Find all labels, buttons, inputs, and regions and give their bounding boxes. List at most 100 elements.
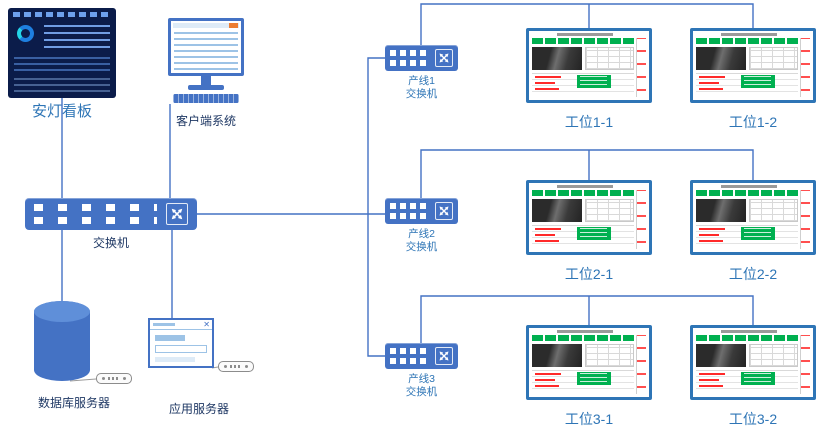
screen-green-status <box>741 75 775 88</box>
client-screen-table <box>174 32 238 70</box>
switch-ports <box>390 203 430 219</box>
screen-red-text <box>699 385 723 387</box>
screen-title-bar <box>557 185 613 188</box>
screen-red-text <box>535 76 561 78</box>
screen-right-column <box>636 190 646 249</box>
screen-red-text <box>699 234 719 236</box>
database-server-label: 数据库服务器 <box>37 396 110 410</box>
station-monitor <box>690 325 816 400</box>
station-monitor <box>690 28 816 103</box>
station-2-1: 工位2-1 <box>526 180 652 284</box>
client-system-label: 客户端系统 <box>175 114 236 128</box>
screen-photo <box>532 199 582 222</box>
screen-title-bar <box>557 330 613 333</box>
station-1-1: 工位1-1 <box>526 28 652 132</box>
line2-name: 产线2 <box>408 228 435 240</box>
screen-green-status <box>741 227 775 240</box>
mini-device-icon <box>218 361 254 372</box>
station-label: 工位2-1 <box>564 266 614 282</box>
screen-green-status <box>577 372 611 385</box>
switch-x-icon <box>435 347 453 365</box>
screen-right-column <box>636 335 646 394</box>
screen-red-text <box>699 379 719 381</box>
screen-red-text <box>699 240 723 242</box>
screen-red-text <box>535 373 561 375</box>
screen-red-text <box>699 88 723 90</box>
window-field <box>155 335 185 341</box>
database-cylinder <box>34 301 90 381</box>
client-computer <box>168 18 244 103</box>
screen-table-header <box>532 335 634 341</box>
dashboard-topbar <box>13 12 111 17</box>
screen-table-header <box>696 38 798 44</box>
window-field <box>155 357 195 362</box>
cylinder-cap <box>34 301 90 322</box>
window-close-icon: ✕ <box>203 320 210 329</box>
screen-red-text <box>535 228 561 230</box>
client-screen-button <box>229 23 238 28</box>
switch-x-icon <box>435 49 453 67</box>
line3-switch <box>385 343 458 369</box>
screen-green-status <box>741 372 775 385</box>
screen-red-text <box>535 88 559 90</box>
main-switch <box>25 198 197 230</box>
screen-red-text <box>535 234 555 236</box>
screen-table-header <box>696 335 798 341</box>
line1-type: 交换机 <box>405 88 438 100</box>
station-label: 工位1-1 <box>564 114 614 130</box>
screen-table-grid <box>585 199 634 222</box>
screen-red-text <box>535 82 555 84</box>
screen-title-bar <box>557 33 613 36</box>
application-window: ✕ <box>148 318 214 368</box>
keyboard <box>173 94 239 103</box>
window-title-placeholder <box>153 323 175 326</box>
line2-switch <box>385 198 458 224</box>
station-label: 工位3-1 <box>564 411 614 427</box>
screen-red-text <box>699 76 725 78</box>
screen-red-text <box>535 385 559 387</box>
screen-table-grid <box>749 344 798 367</box>
station-3-2: 工位3-2 <box>690 325 816 429</box>
line2-type: 交换机 <box>405 241 438 253</box>
andon-board-label: 安灯看板 <box>31 103 92 120</box>
station-1-2: 工位1-2 <box>690 28 816 132</box>
station-monitor <box>526 325 652 400</box>
connector-branch-to-line3 <box>367 214 385 357</box>
screen-table-grid <box>585 47 634 70</box>
client-screen-header <box>173 23 239 28</box>
line3-type: 交换机 <box>405 386 438 398</box>
screen-table-header <box>696 190 798 196</box>
screen-photo <box>696 199 746 222</box>
screen-title-bar <box>721 185 777 188</box>
line3-name: 产线3 <box>408 373 435 385</box>
line1-name: 产线1 <box>408 75 435 87</box>
screen-right-column <box>800 335 810 394</box>
screen-right-column <box>636 38 646 97</box>
screen-green-status <box>577 227 611 240</box>
line3-switch-label: 产线3 交换机 <box>385 373 458 399</box>
connector-line2-bus <box>420 149 754 198</box>
monitor-base <box>188 85 224 90</box>
monitor-stand <box>201 76 211 85</box>
screen-green-status <box>577 75 611 88</box>
window-titlebar: ✕ <box>150 320 212 330</box>
db-device-cable <box>69 378 97 382</box>
screen-red-text <box>535 240 559 242</box>
connector-line1-bus <box>420 3 754 45</box>
switch-x-icon <box>435 202 453 220</box>
station-monitor <box>526 28 652 103</box>
station-3-1: 工位3-1 <box>526 325 652 429</box>
station-label: 工位2-2 <box>728 266 778 282</box>
line2-switch-label: 产线2 交换机 <box>385 228 458 254</box>
station-label: 工位3-2 <box>728 411 778 427</box>
screen-table-grid <box>749 47 798 70</box>
screen-title-bar <box>721 330 777 333</box>
dashboard-bar-chart <box>44 23 110 48</box>
screen-photo <box>532 344 582 367</box>
screen-red-text <box>699 82 719 84</box>
andon-dashboard-screen <box>8 8 116 98</box>
screen-photo <box>696 344 746 367</box>
dashboard-data-rows <box>14 54 110 71</box>
station-label: 工位1-2 <box>728 114 778 130</box>
